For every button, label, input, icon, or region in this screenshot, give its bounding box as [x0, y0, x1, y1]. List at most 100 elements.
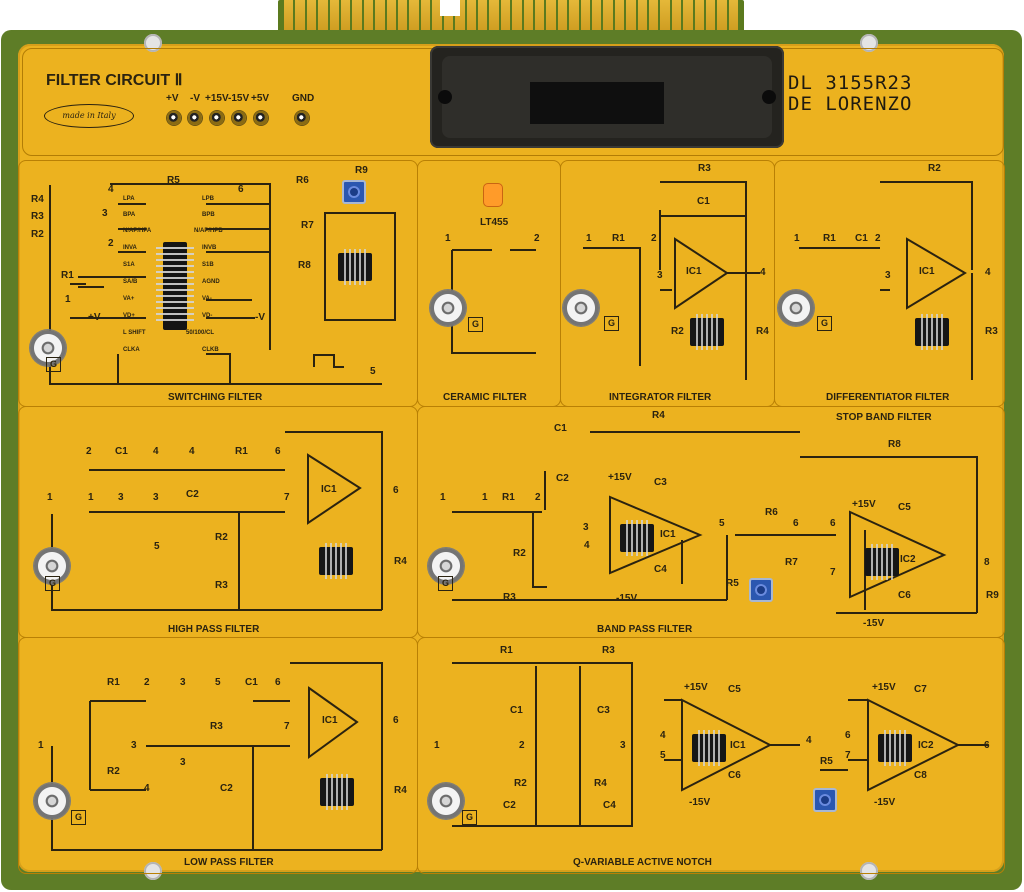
int-node-4: 4 — [760, 267, 766, 278]
lp-node-3a: 3 — [180, 677, 186, 688]
mounting-hole — [144, 862, 162, 880]
sw-pin-nap-hpa: N/AP/HPA — [123, 228, 152, 234]
sw-r9: R9 — [355, 165, 368, 176]
int-r4: R4 — [756, 326, 769, 337]
gold-finger — [477, 0, 488, 40]
gold-finger — [580, 0, 590, 40]
notch-node-5: 5 — [660, 750, 666, 761]
notch-bnc-input[interactable] — [428, 783, 464, 819]
high-pass-filter-title: HIGH PASS FILTER — [168, 624, 260, 635]
jack-plus-5v[interactable] — [254, 111, 268, 125]
notch-r5-trimmer[interactable] — [813, 788, 837, 812]
lp-ic1: IC1 — [322, 715, 338, 726]
gold-finger — [363, 0, 374, 40]
gold-finger — [432, 0, 442, 40]
sw-pin-l-shift: L SHIFT — [123, 330, 146, 336]
r5-trimmer[interactable] — [749, 578, 773, 602]
sw-r3: R3 — [31, 211, 44, 222]
lp-r4: R4 — [394, 785, 407, 796]
jack-gnd[interactable] — [295, 111, 309, 125]
gold-finger — [500, 0, 511, 40]
sw-pin-clkb: CLKB — [202, 347, 219, 353]
switching-filter-op-amp-chip — [338, 249, 372, 285]
edge-connector — [278, 0, 744, 44]
sw-pin-va-plus: VA+ — [123, 296, 135, 302]
notch-node-2: 2 — [519, 740, 525, 751]
notch-ic2: IC2 — [918, 740, 934, 751]
lp-node-5: 5 — [215, 677, 221, 688]
gold-finger-row — [284, 0, 739, 40]
band-pass-filter-bnc-input[interactable] — [428, 548, 464, 584]
sw-r7: R7 — [301, 220, 314, 231]
bp-r8: R8 — [888, 439, 901, 450]
gold-finger — [306, 0, 317, 40]
integrator-filter-bnc-input[interactable] — [563, 290, 599, 326]
notch-plus-15v-1: +15V — [684, 682, 708, 693]
low-pass-filter-bnc-input[interactable] — [34, 783, 70, 819]
notch-node-4a: 4 — [660, 730, 666, 741]
hp-ic1: IC1 — [321, 484, 337, 495]
integrator-filter-ground-label: G — [604, 316, 619, 331]
lp-r3: R3 — [210, 721, 223, 732]
brand-name: DE LORENZO — [788, 93, 913, 115]
ceramic-filter-title: CERAMIC FILTER — [443, 392, 527, 403]
bp-minus-15v-2: -15V — [863, 618, 885, 629]
jack-minus-v[interactable] — [188, 111, 202, 125]
hp-node-6b: 6 — [393, 485, 399, 496]
int-node-3: 3 — [657, 270, 663, 281]
notch-minus-15v-2: -15V — [874, 797, 896, 808]
gold-finger — [295, 0, 305, 40]
bp-c5: C5 — [898, 502, 911, 513]
gold-finger — [284, 0, 294, 40]
sw-pin-vd-minus: VD- — [202, 313, 213, 319]
power-label-minus-15v: -15V — [228, 93, 250, 104]
notch-ground-label: G — [462, 810, 477, 825]
gold-finger — [398, 0, 408, 40]
notch-c2: C2 — [503, 800, 516, 811]
bp-r3: R3 — [503, 592, 516, 603]
gold-finger — [489, 0, 499, 40]
high-pass-filter-ground-label: G — [45, 576, 60, 591]
gold-finger — [728, 0, 739, 40]
gold-finger — [546, 0, 556, 40]
gold-finger — [706, 0, 716, 40]
gold-finger — [591, 0, 602, 40]
r9-trimmer[interactable] — [342, 180, 366, 204]
jack-plus-v[interactable] — [167, 111, 181, 125]
bp-r9: R9 — [986, 590, 999, 601]
int-node-1: 1 — [586, 233, 592, 244]
jack-minus-15v[interactable] — [232, 111, 246, 125]
high-pass-filter-bnc-input[interactable] — [34, 548, 70, 584]
jack-plus-15v[interactable] — [210, 111, 224, 125]
bp-node-7: 7 — [830, 567, 836, 578]
notch-node-6a: 6 — [845, 730, 851, 741]
gold-finger — [649, 0, 659, 40]
power-label-minus-v: -V — [190, 93, 200, 104]
differentiator-filter-bnc-input[interactable] — [778, 290, 814, 326]
hp-node-6a: 6 — [275, 446, 281, 457]
bp-node-8: 8 — [984, 557, 990, 568]
sw-r5: R5 — [167, 175, 180, 186]
bp-node-6b: 6 — [830, 518, 836, 529]
hp-node-4a: 4 — [153, 446, 159, 457]
sw-pin-lpb: LPB — [202, 196, 214, 202]
notch-c3: C3 — [597, 705, 610, 716]
int-r2: R2 — [671, 326, 684, 337]
q-variable-notch-title: Q-VARIABLE ACTIVE NOTCH — [573, 857, 712, 868]
bp-r4: R4 — [652, 410, 665, 421]
sw-r8: R8 — [298, 260, 311, 271]
bp-node-5: 5 — [719, 518, 725, 529]
bp-r6: R6 — [765, 507, 778, 518]
gold-finger — [409, 0, 419, 40]
notch-node-7: 7 — [845, 750, 851, 761]
low-pass-ic1-chip — [320, 774, 354, 810]
bp-minus-15v-1: -15V — [616, 593, 638, 604]
ceramic-filter-bnc-input[interactable] — [430, 290, 466, 326]
hp-node-3a: 3 — [118, 492, 124, 503]
notch-r2: R2 — [514, 778, 527, 789]
gold-finger — [352, 0, 362, 40]
notch-r1: R1 — [500, 645, 513, 656]
gold-finger — [318, 0, 328, 40]
hp-node-4b: 4 — [189, 446, 195, 457]
sw-node-3: 3 — [102, 208, 108, 219]
